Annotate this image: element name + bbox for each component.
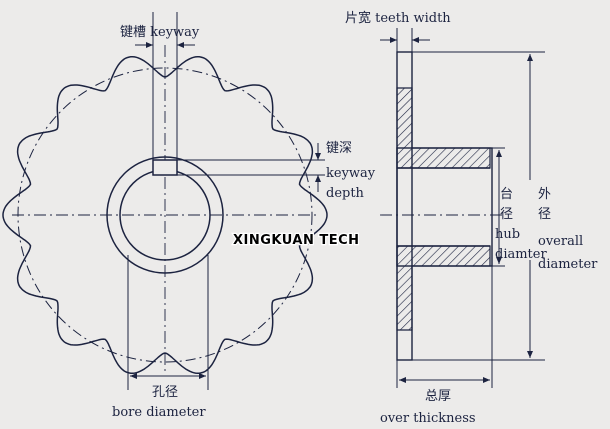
side-view xyxy=(380,51,505,361)
sprocket-teeth-outline xyxy=(2,55,328,375)
overall-label-cn1: 外 xyxy=(538,187,551,202)
keyway-depth-dimension xyxy=(177,143,325,192)
overall-label-cn2: 径 xyxy=(538,207,551,222)
bore-diameter-dimension xyxy=(127,255,209,390)
keyway-depth-label-cn: 键深 xyxy=(326,141,352,156)
teeth-width-label: 片宽 teeth width xyxy=(345,10,451,26)
hub-diameter-dimension xyxy=(492,147,505,267)
hub-circle xyxy=(106,156,224,274)
thickness-label-en: over thickness xyxy=(380,411,476,426)
hub-label-en1: hub xyxy=(495,227,520,242)
front-view xyxy=(2,45,328,375)
keyway-depth-label-en1: keyway xyxy=(326,166,376,181)
thickness-label-cn: 总厚 xyxy=(425,389,451,404)
overall-diameter-dimension xyxy=(412,51,545,361)
keyway-slot xyxy=(152,159,178,176)
keyway-depth-label-en2: depth xyxy=(326,186,365,201)
overall-label-en2: diameter xyxy=(538,257,598,272)
over-thickness-dimension xyxy=(396,266,493,388)
bore-label-cn: 孔径 xyxy=(152,385,178,400)
hub-label-en2: diamter xyxy=(495,247,547,262)
overall-label-en1: overall xyxy=(538,234,583,249)
hatched-section-top xyxy=(396,87,491,169)
hub-label-cn2: 径 xyxy=(500,207,513,222)
keyway-label: 键槽 keyway xyxy=(120,25,200,40)
hatched-section-bottom xyxy=(396,245,491,331)
watermark-text: XINGKUAN TECH xyxy=(233,233,360,248)
teeth-width-dimension xyxy=(380,28,430,52)
keyway-dimension xyxy=(135,12,195,160)
bore-label-en: bore diameter xyxy=(112,405,206,420)
hub-label-cn1: 台 xyxy=(500,187,513,202)
